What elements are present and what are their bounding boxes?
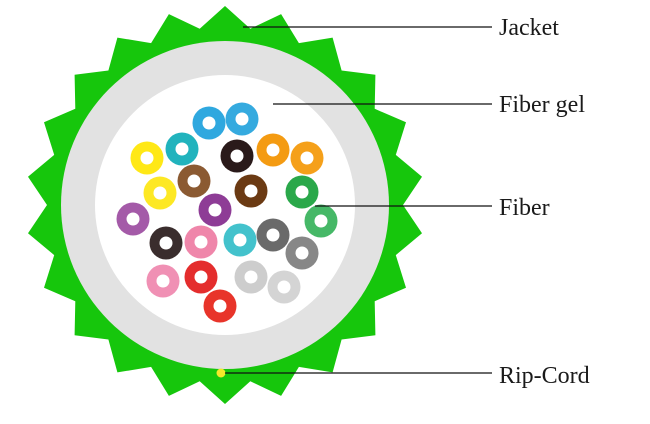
fiber-core bbox=[159, 236, 173, 250]
fiber-core bbox=[244, 184, 258, 198]
fiber-core bbox=[194, 235, 208, 249]
jacket-label: Jacket bbox=[499, 15, 559, 41]
fiber-core bbox=[175, 142, 189, 156]
fiber-core bbox=[140, 151, 154, 165]
fiber-core bbox=[194, 270, 208, 284]
fiber-core bbox=[235, 112, 249, 126]
fiber-core bbox=[295, 185, 309, 199]
fiber-core bbox=[153, 186, 167, 200]
fiber-core bbox=[266, 143, 280, 157]
fiber-core bbox=[300, 151, 314, 165]
fiber-core bbox=[277, 280, 291, 294]
fiber-core bbox=[244, 270, 258, 284]
rip-cord-label: Rip-Cord bbox=[499, 363, 590, 389]
fiber-label: Fiber bbox=[499, 195, 550, 221]
fiber-core bbox=[295, 246, 309, 260]
rip-cord bbox=[216, 368, 226, 378]
fiber-core bbox=[208, 203, 222, 217]
fiber-core bbox=[202, 116, 216, 130]
fiber-gel-label: Fiber gel bbox=[499, 92, 585, 118]
fiber-core bbox=[230, 149, 244, 163]
fiber-bundle bbox=[116, 102, 338, 323]
fiber-core bbox=[266, 228, 280, 242]
fiber-core bbox=[233, 233, 247, 247]
fiber-core bbox=[187, 174, 201, 188]
fiber-core bbox=[126, 212, 140, 226]
fiber-core bbox=[213, 299, 227, 313]
fiber-core bbox=[314, 214, 328, 228]
fiber-core bbox=[156, 274, 170, 288]
